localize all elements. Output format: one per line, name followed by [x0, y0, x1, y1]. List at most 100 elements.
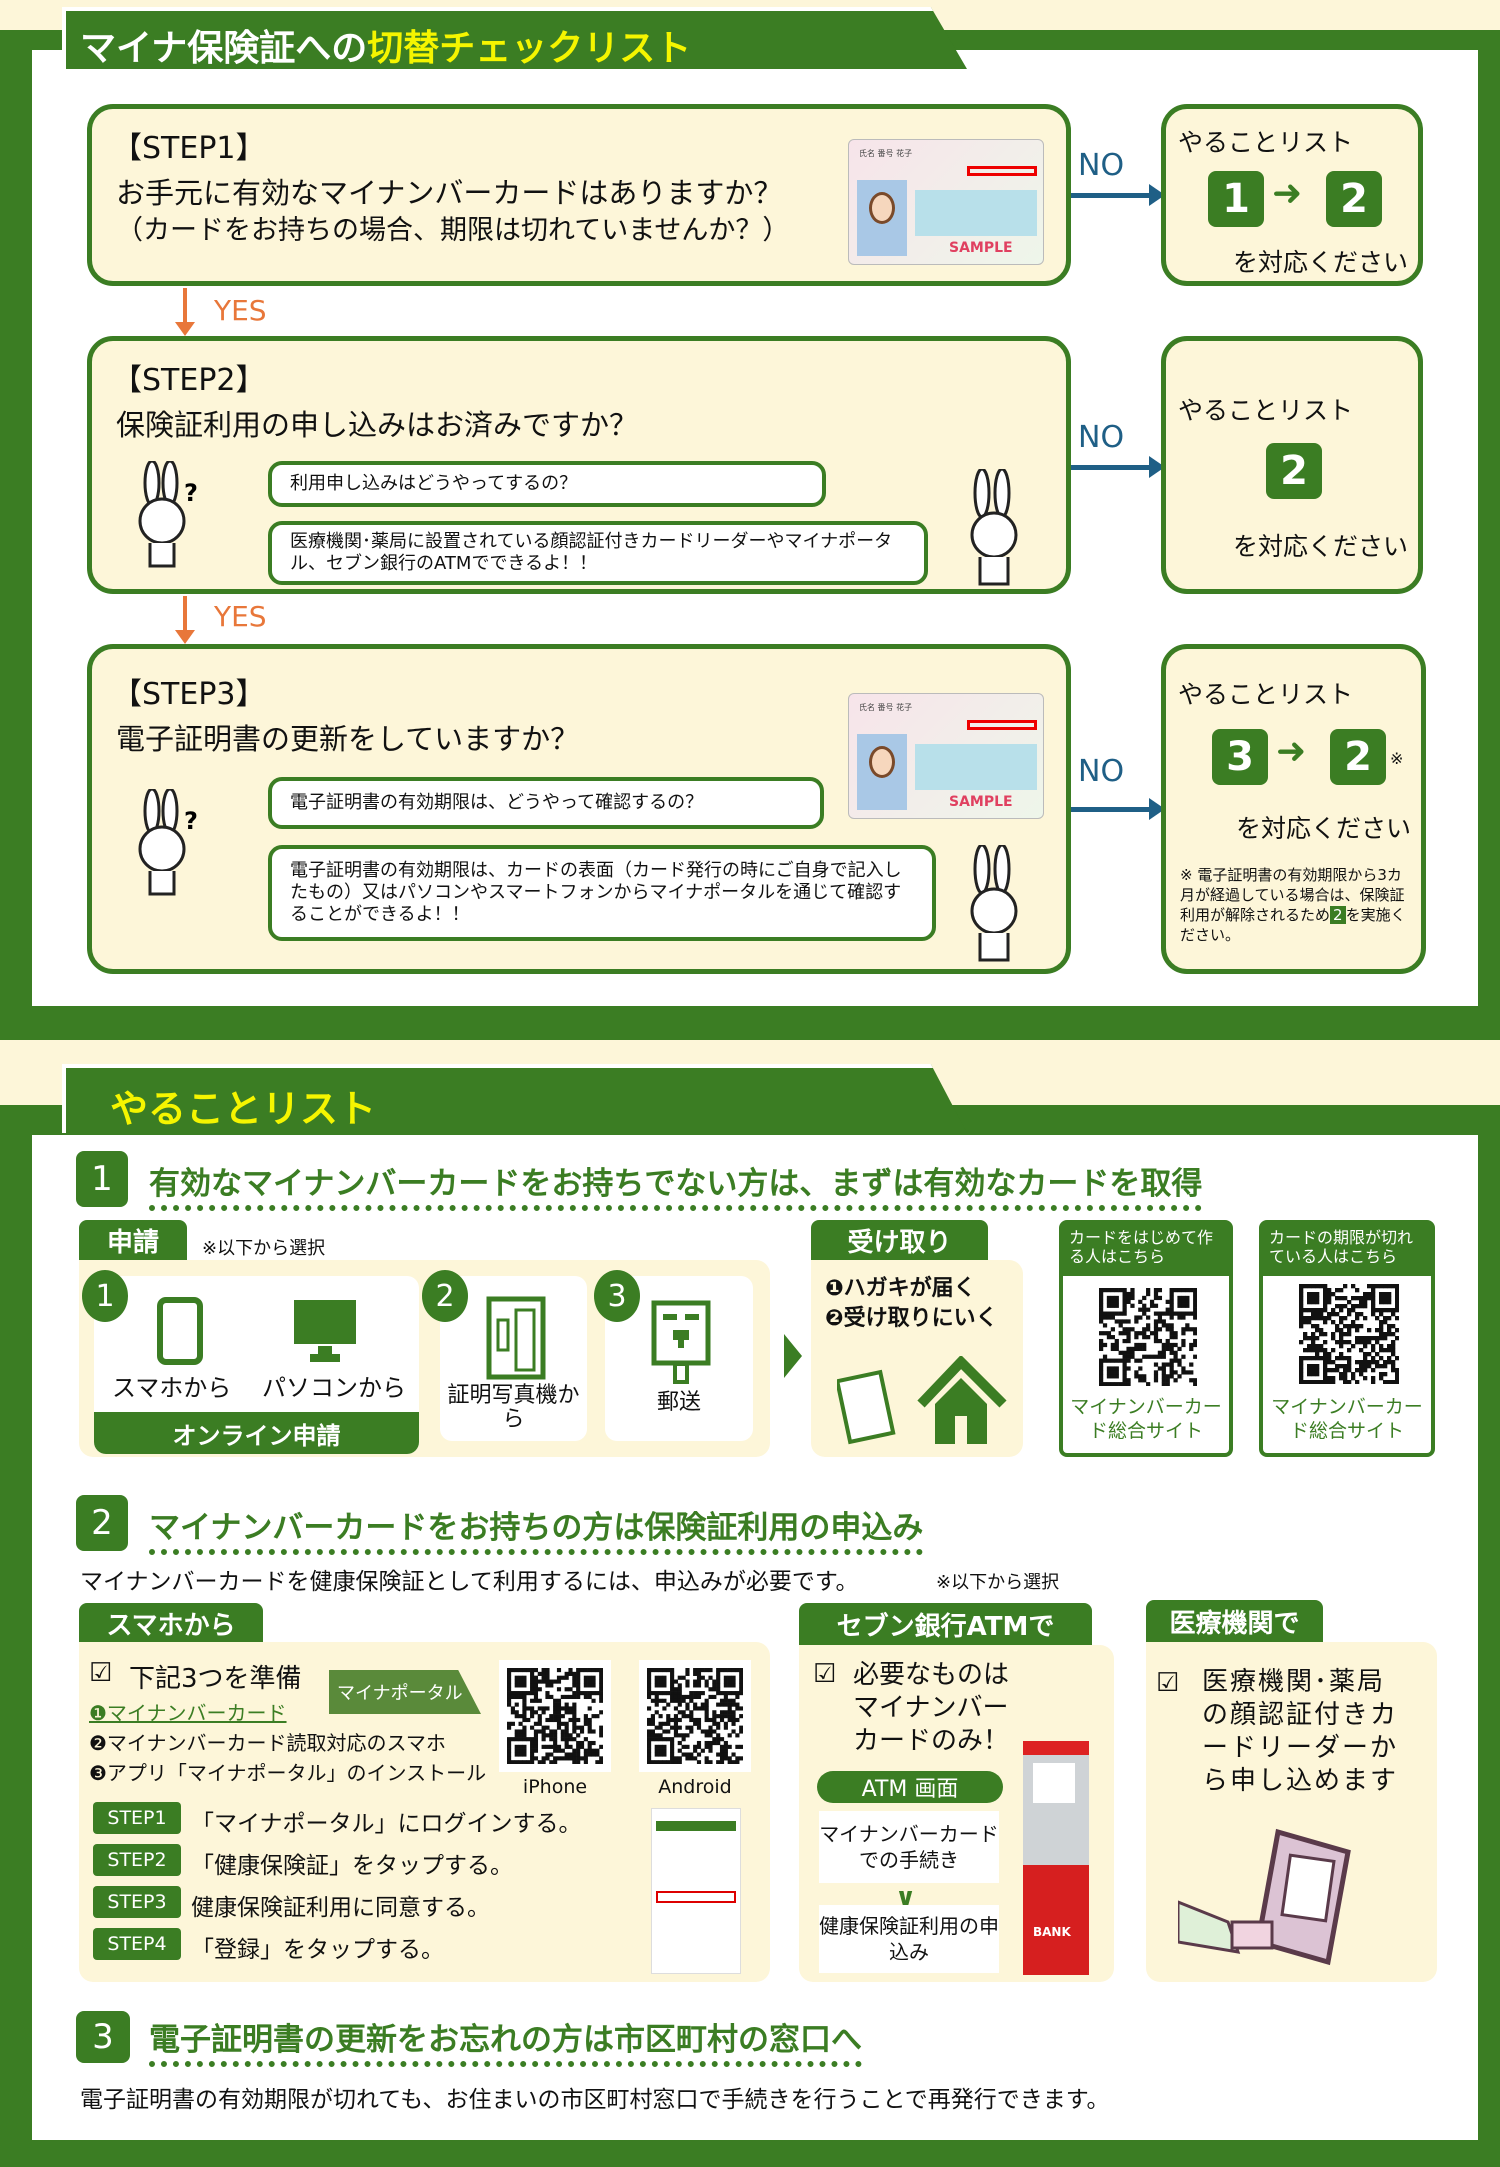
qr-module	[673, 1687, 679, 1692]
qr-module	[1299, 1316, 1304, 1321]
qr-module	[1157, 1327, 1163, 1332]
qr-module	[723, 1668, 728, 1673]
qr-module	[1391, 1284, 1396, 1289]
qr-module	[1122, 1311, 1127, 1316]
qr-module	[1153, 1362, 1159, 1367]
qr-module	[541, 1706, 546, 1711]
qr-module	[1185, 1370, 1190, 1375]
qr-module	[696, 1752, 702, 1757]
qr-module	[1387, 1316, 1392, 1321]
qr-module	[1299, 1360, 1304, 1365]
qr-module	[1371, 1288, 1376, 1293]
qr-module	[522, 1760, 527, 1764]
qr-module	[662, 1679, 667, 1684]
qr-module	[572, 1671, 577, 1676]
qr-module	[1161, 1374, 1166, 1379]
qr-module	[1383, 1308, 1388, 1313]
qr-module	[1126, 1331, 1131, 1336]
qr-module	[1335, 1288, 1340, 1293]
qr-module	[522, 1698, 527, 1703]
mynumber-card-link[interactable]: ❶マイナンバーカード	[89, 1701, 287, 1725]
qr-module	[533, 1668, 539, 1673]
qr-code[interactable]	[507, 1668, 603, 1764]
qr-module	[1114, 1342, 1119, 1348]
qr-module	[1106, 1335, 1112, 1340]
qr-module	[1343, 1340, 1348, 1345]
qr-module	[1299, 1368, 1304, 1373]
qr-module	[1339, 1356, 1344, 1361]
qr-module	[537, 1679, 542, 1684]
step1-label: 【STEP1】	[112, 131, 266, 166]
qr-module	[572, 1748, 577, 1753]
qr-module	[1395, 1296, 1399, 1301]
qr-module	[1383, 1284, 1388, 1289]
qr-code[interactable]	[1099, 1288, 1197, 1386]
qr-code[interactable]	[647, 1668, 743, 1764]
qr-module	[685, 1702, 690, 1707]
qr-module	[1193, 1311, 1197, 1316]
qr-module	[1303, 1284, 1308, 1289]
qr-module	[1165, 1362, 1170, 1367]
qr-module	[712, 1710, 717, 1715]
step-badge: STEP4	[93, 1928, 181, 1960]
qr-module	[1130, 1354, 1135, 1359]
qr-module	[681, 1698, 686, 1703]
qr-module	[1319, 1328, 1324, 1333]
qr-module	[650, 1733, 655, 1738]
qr-module	[545, 1752, 550, 1757]
qr-module	[1134, 1342, 1139, 1348]
qr-module	[530, 1725, 535, 1730]
qr-module	[1335, 1356, 1340, 1361]
qr-module	[579, 1729, 585, 1734]
qr-module	[1165, 1327, 1170, 1332]
qr-module	[1153, 1331, 1159, 1336]
qr-module	[533, 1721, 539, 1726]
qr-module	[1335, 1368, 1340, 1373]
qr-module	[650, 1668, 655, 1673]
qr-module	[1395, 1336, 1399, 1341]
qr-module	[716, 1721, 721, 1726]
qr-module	[689, 1698, 694, 1703]
qr-module	[1387, 1344, 1392, 1349]
qr-module	[572, 1714, 577, 1719]
qr-module	[545, 1675, 550, 1680]
qr-module	[1177, 1288, 1182, 1293]
qr-module	[1099, 1338, 1104, 1344]
arrow-right-icon: ➜	[1272, 173, 1303, 214]
qr-module	[654, 1698, 659, 1703]
qr-module	[1367, 1352, 1372, 1357]
qr-code[interactable]	[1299, 1284, 1399, 1384]
qr-module	[696, 1744, 702, 1749]
qr-module	[1343, 1380, 1348, 1384]
qr-module	[564, 1733, 569, 1738]
qr-module	[1189, 1327, 1194, 1332]
qr-module	[1153, 1354, 1159, 1359]
qr-module	[1106, 1370, 1112, 1375]
qr-module	[510, 1721, 515, 1726]
qr-module	[1099, 1299, 1104, 1304]
qr-module	[576, 1725, 581, 1730]
qr-module	[1379, 1356, 1384, 1361]
qr-module	[1110, 1346, 1115, 1352]
qr-module	[599, 1694, 603, 1700]
qr-module	[583, 1691, 588, 1696]
qr-module	[647, 1721, 652, 1726]
qr-module	[1177, 1295, 1182, 1301]
qr-module	[568, 1733, 573, 1738]
qr-module	[549, 1714, 554, 1719]
qr-module	[1165, 1299, 1170, 1304]
qr-module	[556, 1702, 562, 1707]
qr-module	[685, 1668, 690, 1673]
qr-module	[1363, 1352, 1368, 1357]
qr-module	[1379, 1308, 1384, 1313]
qr-module	[1177, 1346, 1182, 1352]
qr-module	[1363, 1296, 1368, 1301]
qr-module	[704, 1683, 709, 1688]
qr-module	[1102, 1358, 1108, 1363]
qr-module	[537, 1671, 542, 1676]
qr-module	[1391, 1344, 1396, 1349]
qr-module	[1110, 1342, 1115, 1348]
qr-module	[1106, 1311, 1112, 1316]
qr-module	[1379, 1364, 1384, 1369]
qr-module	[1153, 1335, 1159, 1340]
